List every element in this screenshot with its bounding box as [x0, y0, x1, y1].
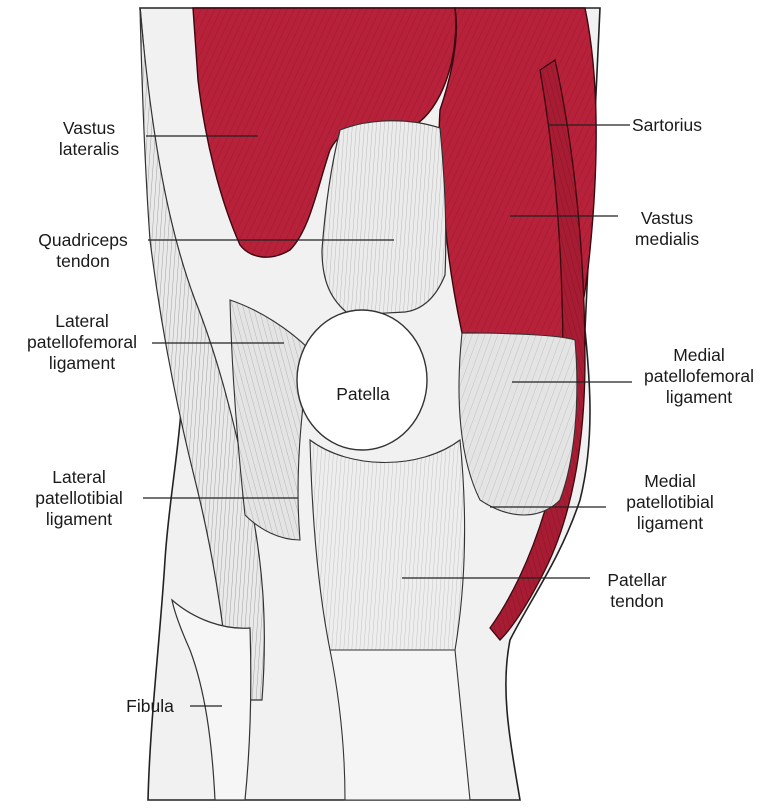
label-patellar-tendon: Patellar tendon	[592, 570, 682, 612]
label-lateral-patellotibial-line3: ligament	[14, 509, 144, 530]
label-medial-patellofemoral-line2: patellofemoral	[632, 366, 766, 387]
label-vastus-medialis: Vastus medialis	[612, 208, 722, 250]
label-vastus-medialis-line1: Vastus	[612, 208, 722, 229]
label-sartorius: Sartorius	[632, 115, 742, 136]
label-lateral-patellotibial-line1: Lateral	[14, 467, 144, 488]
label-medial-patellofemoral-line3: ligament	[632, 387, 766, 408]
label-patella-line1: Patella	[318, 384, 408, 405]
tibia-shaft	[330, 650, 470, 800]
label-fibula-line1: Fibula	[112, 696, 188, 717]
label-lateral-patellotibial-line2: patellotibial	[14, 488, 144, 509]
label-vastus-lateralis-line2: lateralis	[34, 139, 144, 160]
label-quadriceps-tendon: Quadriceps tendon	[20, 230, 146, 272]
label-medial-patellofemoral: Medial patellofemoral ligament	[632, 345, 766, 408]
label-lateral-patellofemoral-line3: ligament	[12, 353, 152, 374]
label-patella: Patella	[318, 384, 408, 405]
label-patellar-tendon-line2: tendon	[592, 591, 682, 612]
label-lateral-patellofemoral: Lateral patellofemoral ligament	[12, 311, 152, 374]
label-fibula: Fibula	[112, 696, 188, 717]
label-quadriceps-tendon-line1: Quadriceps	[20, 230, 146, 251]
label-lateral-patellofemoral-line2: patellofemoral	[12, 332, 152, 353]
label-medial-patellotibial-line1: Medial	[608, 471, 732, 492]
label-vastus-lateralis-line1: Vastus	[34, 118, 144, 139]
label-medial-patellotibial-line2: patellotibial	[608, 492, 732, 513]
label-vastus-medialis-line2: medialis	[612, 229, 722, 250]
label-quadriceps-tendon-line2: tendon	[20, 251, 146, 272]
label-vastus-lateralis: Vastus lateralis	[34, 118, 144, 160]
label-lateral-patellotibial: Lateral patellotibial ligament	[14, 467, 144, 530]
label-patellar-tendon-line1: Patellar	[592, 570, 682, 591]
label-medial-patellotibial-line3: ligament	[608, 513, 732, 534]
label-lateral-patellofemoral-line1: Lateral	[12, 311, 152, 332]
patella-bone	[297, 310, 427, 450]
label-medial-patellofemoral-line1: Medial	[632, 345, 766, 366]
label-medial-patellotibial: Medial patellotibial ligament	[608, 471, 732, 534]
label-sartorius-line1: Sartorius	[632, 115, 742, 136]
